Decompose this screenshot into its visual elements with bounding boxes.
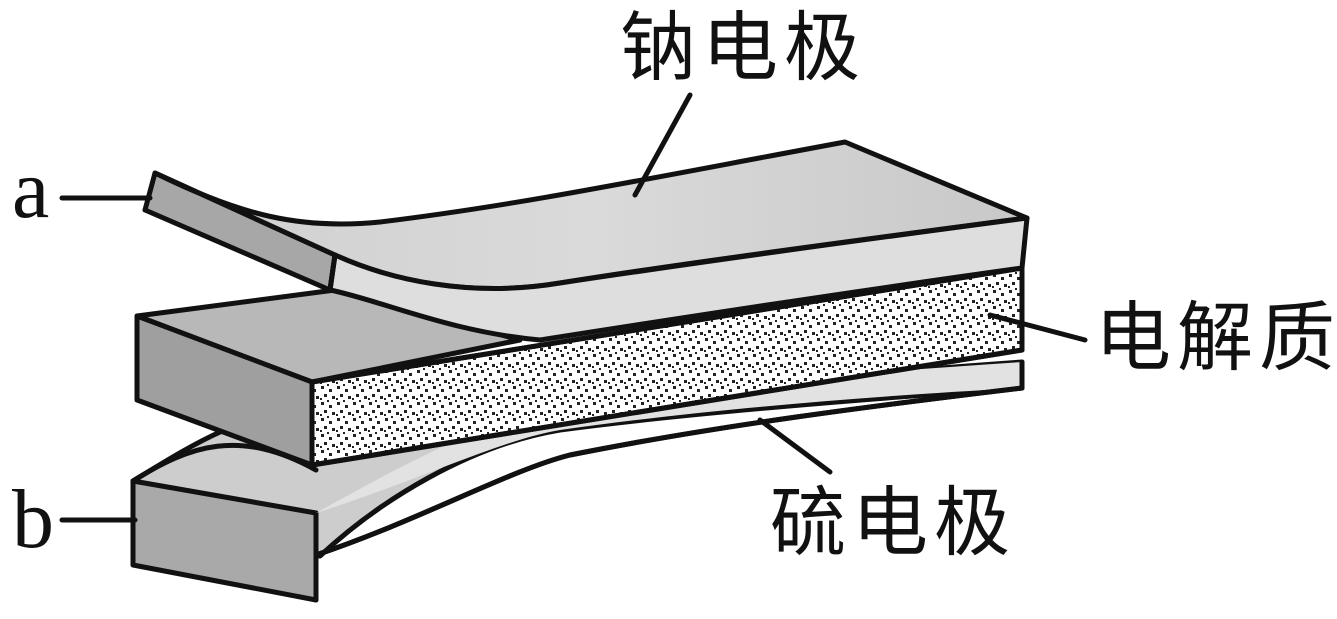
electrolyte-layer	[134, 265, 1025, 468]
terminal-b-label: b	[12, 473, 54, 566]
leader-sulfur	[757, 417, 833, 475]
sulfur-electrode-label: 硫电极	[770, 478, 1016, 567]
sodium-electrode-label: 钠电极	[620, 3, 866, 92]
electrolyte-label: 电解质	[1095, 293, 1337, 382]
terminal-a-label: a	[12, 143, 50, 236]
sodium-electrode	[142, 139, 1030, 343]
leader-electrolyte	[987, 312, 1088, 343]
leader-sodium	[632, 92, 693, 198]
